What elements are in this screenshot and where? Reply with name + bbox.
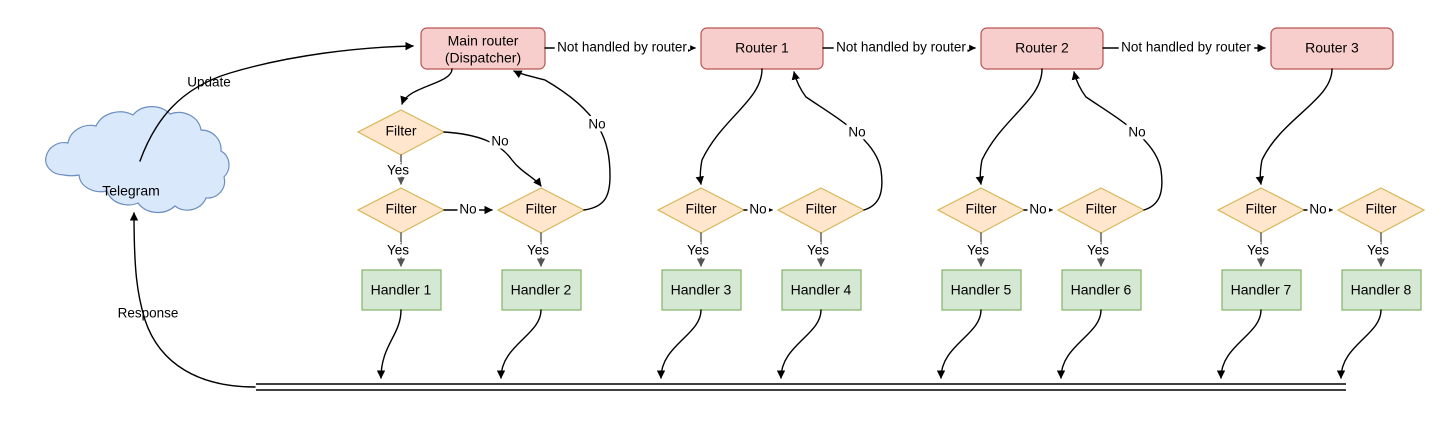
edge-handler-1-to-bus	[376, 309, 402, 379]
node-handler-6[interactable]: Handler 6	[1061, 269, 1142, 311]
edge-label-response: Response	[118, 306, 179, 321]
edge-label-yes-6: Yes	[1087, 243, 1109, 258]
node-filter-1[interactable]: Filter	[356, 187, 446, 234]
handler-5-box	[941, 269, 1022, 311]
edge-handler-7-to-bus	[1216, 309, 1262, 379]
cloud-icon	[45, 106, 230, 213]
filter-4-label: Filter	[805, 201, 836, 217]
edge-label-yes-8: Yes	[1367, 243, 1389, 258]
edge-label-yes-1: Yes	[387, 243, 409, 258]
main-router-label-line1: Main router	[448, 33, 519, 49]
telegram-cloud-node[interactable]: Telegram	[45, 106, 230, 213]
router-2-label: Router 2	[1015, 40, 1069, 56]
edge-label-yes-7: Yes	[1247, 243, 1269, 258]
filter-2-label: Filter	[525, 201, 556, 217]
handler-4-box	[781, 269, 862, 311]
node-handler-1[interactable]: Handler 1	[361, 269, 442, 311]
main-router-label-line2: (Dispatcher)	[445, 50, 521, 66]
edge-label-no-7: No	[1309, 202, 1326, 217]
edge-response	[129, 212, 256, 388]
handler-6-box	[1061, 269, 1142, 311]
edge-handler-4-to-bus	[776, 309, 822, 379]
handler-5-label: Handler 5	[951, 282, 1012, 298]
edge-label-not-handled-2: Not handled by router	[836, 40, 966, 55]
edge-update	[139, 41, 414, 162]
handler-7-label: Handler 7	[1231, 282, 1292, 298]
edge-router3-to-filter7	[1255, 68, 1333, 185]
edge-router2-to-filter5	[975, 68, 1043, 185]
handler-7-box	[1221, 269, 1302, 311]
edge-filter-4-no-return	[791, 71, 883, 211]
node-handler-3[interactable]: Handler 3	[661, 269, 742, 311]
node-main-router[interactable]: Main router (Dispatcher)	[420, 27, 546, 70]
edge-label-not-handled-3: Not handled by router	[1121, 40, 1251, 55]
router-3-label: Router 3	[1305, 40, 1359, 56]
handler-2-box	[501, 269, 582, 311]
node-filter-5[interactable]: Filter	[936, 187, 1026, 234]
edge-handler-8-to-bus	[1336, 309, 1382, 379]
edge-label-no-2: No	[588, 117, 605, 132]
node-filter-8[interactable]: Filter	[1336, 187, 1426, 234]
edge-label-not-handled-1: Not handled by router	[557, 40, 687, 55]
edge-filter-2-no-return	[513, 70, 611, 211]
filter-6-label: Filter	[1085, 201, 1116, 217]
filter-a-label: Filter	[385, 123, 416, 139]
edge-router1-to-filter3	[695, 68, 763, 185]
node-handler-8[interactable]: Handler 8	[1341, 269, 1422, 311]
filter-8-label: Filter	[1365, 201, 1396, 217]
edge-handler-5-to-bus	[936, 309, 982, 379]
node-handler-5[interactable]: Handler 5	[941, 269, 1022, 311]
edge-label-yes-3: Yes	[687, 243, 709, 258]
handler-3-label: Handler 3	[671, 282, 732, 298]
handler-3-box	[661, 269, 742, 311]
edge-label-no-4: No	[848, 125, 865, 140]
node-handler-4[interactable]: Handler 4	[781, 269, 862, 311]
edge-main-to-filter-a	[400, 68, 453, 105]
edge-label-no-1: No	[459, 202, 476, 217]
handler-2-label: Handler 2	[511, 282, 572, 298]
edge-filter-6-no-return	[1071, 71, 1163, 211]
edge-handler-6-to-bus	[1056, 309, 1102, 379]
edge-label-yes-5: Yes	[967, 243, 989, 258]
handler-1-box	[361, 269, 442, 311]
filter-5-label: Filter	[965, 201, 996, 217]
edge-label-yes-a: Yes	[387, 163, 409, 178]
node-handler-2[interactable]: Handler 2	[501, 269, 582, 311]
handler-6-label: Handler 6	[1071, 282, 1132, 298]
edge-label-yes-4: Yes	[807, 243, 829, 258]
edge-handler-2-to-bus	[496, 309, 542, 379]
node-filter-6[interactable]: Filter	[1056, 187, 1146, 234]
edge-label-no-a: No	[491, 134, 508, 149]
node-router-3[interactable]: Router 3	[1270, 27, 1394, 70]
node-filter-2[interactable]: Filter	[496, 187, 586, 234]
filter-7-label: Filter	[1245, 201, 1276, 217]
edge-label-update: Update	[187, 75, 231, 90]
node-filter-3[interactable]: Filter	[656, 187, 746, 234]
node-filter-a[interactable]: Filter	[356, 109, 446, 156]
node-filter-7[interactable]: Filter	[1216, 187, 1306, 234]
edge-handler-3-to-bus	[656, 309, 702, 379]
edge-label-no-6: No	[1128, 125, 1145, 140]
telegram-label: Telegram	[102, 183, 160, 199]
node-router-1[interactable]: Router 1	[700, 27, 824, 70]
filter-1-label: Filter	[385, 201, 416, 217]
node-router-2[interactable]: Router 2	[980, 27, 1104, 70]
handler-8-box	[1341, 269, 1422, 311]
handler-1-label: Handler 1	[371, 282, 432, 298]
edge-label-no-5: No	[1029, 202, 1046, 217]
router-1-label: Router 1	[735, 40, 789, 56]
edge-label-yes-2: Yes	[527, 243, 549, 258]
handler-4-label: Handler 4	[791, 282, 852, 298]
handler-8-label: Handler 8	[1351, 282, 1412, 298]
filter-3-label: Filter	[685, 201, 716, 217]
node-filter-4[interactable]: Filter	[776, 187, 866, 234]
edge-label-no-3: No	[749, 202, 766, 217]
node-handler-7[interactable]: Handler 7	[1221, 269, 1302, 311]
edge-filter-a-no	[443, 131, 542, 187]
